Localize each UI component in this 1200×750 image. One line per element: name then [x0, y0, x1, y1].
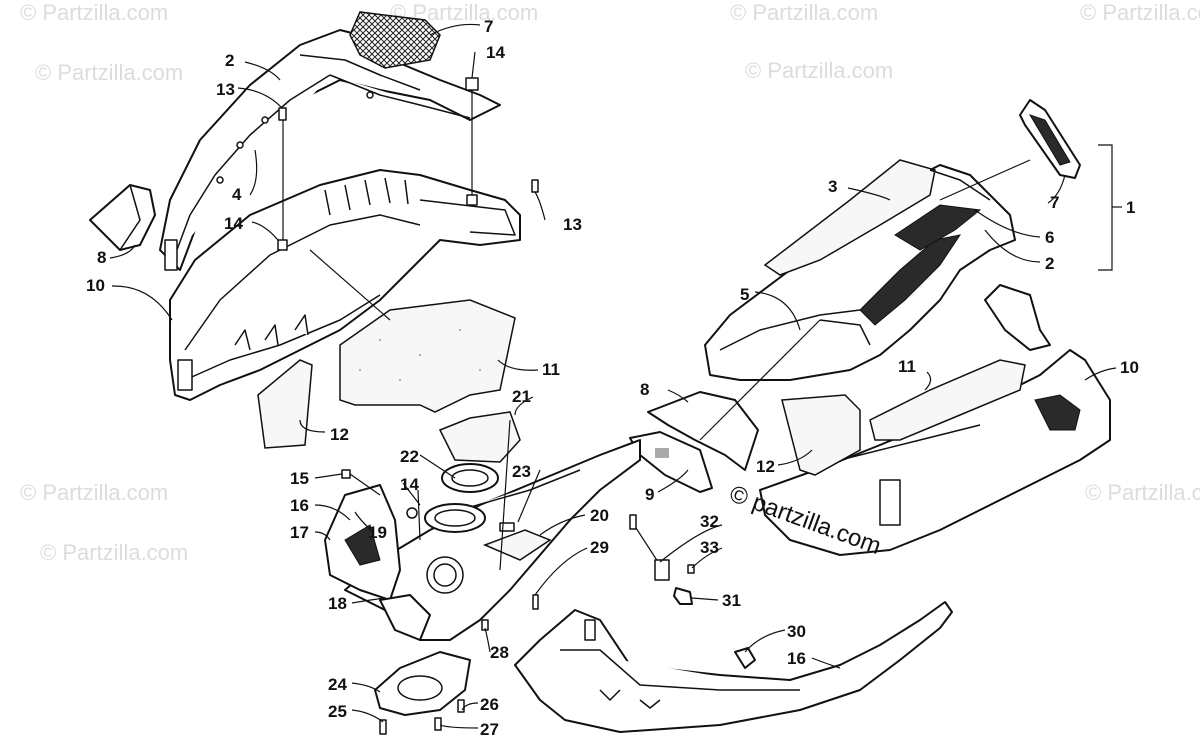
callout-12: 12: [756, 457, 775, 476]
callout-16: 16: [787, 649, 806, 668]
watermark: © Partzilla.com: [35, 60, 183, 85]
insulation-pad-left: [339, 299, 516, 413]
callout-33: 33: [700, 538, 719, 557]
callout-15: 15: [290, 469, 309, 488]
watermark: © Partzilla.com: [1080, 0, 1200, 25]
mount-ring: [424, 503, 486, 533]
callout-29: 29: [590, 538, 609, 557]
watermark: © Partzilla.com: [745, 58, 893, 83]
callout-26: 26: [480, 695, 499, 714]
callout-labels: 7 14 2 13 4 14 8 10 13 11 12 3 7 1 6 2 5…: [86, 17, 1139, 739]
callout-18: 18: [328, 594, 347, 613]
side-vent-center: [647, 391, 759, 471]
gauge-ring: [441, 463, 499, 493]
watermark: © Partzilla.com: [730, 0, 878, 25]
callout-13: 13: [216, 80, 235, 99]
body-pan-right: [759, 284, 1111, 556]
side-vent-left: [89, 184, 156, 251]
callout-17: 17: [290, 523, 309, 542]
callout-27: 27: [480, 720, 499, 739]
callout-5: 5: [740, 285, 749, 304]
callout-2: 2: [225, 51, 234, 70]
callout-14: 14: [400, 475, 419, 494]
callout-16: 16: [290, 496, 309, 515]
callout-19: 19: [368, 523, 387, 542]
callout-30: 30: [787, 622, 806, 641]
callout-11: 11: [898, 357, 916, 376]
watermark: © Partzilla.com: [20, 480, 168, 505]
assembly-bracket: [1098, 144, 1122, 271]
callout-14: 14: [486, 43, 505, 62]
body-pan-left: [164, 169, 521, 401]
callout-7: 7: [1050, 193, 1059, 212]
callout-12: 12: [330, 425, 349, 444]
latch-assembly: [629, 514, 756, 669]
callout-3: 3: [828, 177, 837, 196]
callout-1: 1: [1126, 198, 1135, 217]
callout-6: 6: [1045, 228, 1054, 247]
side-bracket: [324, 484, 431, 641]
hood-upper-left: [159, 29, 501, 271]
lower-cup-pan: [374, 651, 471, 716]
callout-28: 28: [490, 643, 509, 662]
callout-11: 11: [542, 360, 560, 379]
callout-2: 2: [1045, 254, 1054, 273]
callout-4: 4: [232, 185, 242, 204]
callout-22: 22: [400, 447, 419, 466]
callout-31: 31: [722, 591, 741, 610]
mount-plate: [482, 522, 552, 561]
pad-small-right: [781, 394, 861, 476]
callout-9: 9: [645, 485, 654, 504]
callout-10: 10: [86, 276, 105, 295]
watermark: © Partzilla.com: [20, 0, 168, 25]
watermark: © Partzilla.com: [1085, 480, 1200, 505]
vent-grille-upper: [349, 11, 441, 69]
leader-lines: [109, 23, 1117, 729]
callout-32: 32: [700, 512, 719, 531]
callout-7: 7: [484, 17, 493, 36]
callout-23: 23: [512, 462, 531, 481]
callout-8: 8: [640, 380, 649, 399]
callout-20: 20: [590, 506, 609, 525]
watermark-group: © Partzilla.com © Partzilla.com © Partzi…: [20, 0, 1200, 565]
fasteners-lower: [341, 469, 539, 735]
callout-8: 8: [97, 248, 106, 267]
skid-plate: [514, 601, 953, 733]
foam-pad: [438, 411, 521, 463]
vent-grille-right: [1019, 99, 1081, 179]
callout-25: 25: [328, 702, 347, 721]
callout-21: 21: [512, 387, 531, 406]
callout-13: 13: [563, 215, 582, 234]
watermark: © Partzilla.com: [40, 540, 188, 565]
trim-piece: [629, 431, 713, 493]
callout-14: 14: [224, 214, 243, 233]
insulation-pad-right: [869, 359, 1026, 441]
callout-10: 10: [1120, 358, 1139, 377]
callout-24: 24: [328, 675, 347, 694]
pad-small-left: [257, 359, 313, 449]
hood-assembly-right: [704, 159, 1016, 381]
fasteners-left: [277, 77, 539, 251]
